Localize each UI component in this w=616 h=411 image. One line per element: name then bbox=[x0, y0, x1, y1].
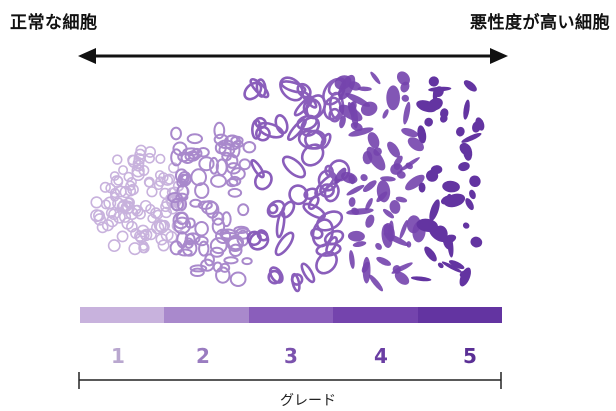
grade-segment-4 bbox=[333, 307, 418, 323]
grade-number-3: 3 bbox=[284, 344, 298, 368]
grade-segment-2 bbox=[164, 307, 249, 323]
malignant-cell-label: 悪性度が高い細胞 bbox=[470, 13, 610, 33]
double-arrow-icon bbox=[78, 48, 508, 64]
grade-color-bar bbox=[80, 307, 503, 323]
grade-number-5: 5 bbox=[463, 344, 477, 368]
grade-segment-1 bbox=[80, 307, 165, 323]
grade-axis-title: グレード bbox=[280, 393, 336, 409]
grade-segment-3 bbox=[248, 307, 334, 323]
grade-segment-5 bbox=[417, 307, 503, 323]
normal-cell-label: 正常な細胞 bbox=[10, 13, 98, 33]
grade-number-1: 1 bbox=[111, 344, 125, 368]
grade-number-2: 2 bbox=[196, 344, 210, 368]
grade-number-4: 4 bbox=[374, 344, 388, 368]
tissue-illustration bbox=[90, 71, 485, 293]
